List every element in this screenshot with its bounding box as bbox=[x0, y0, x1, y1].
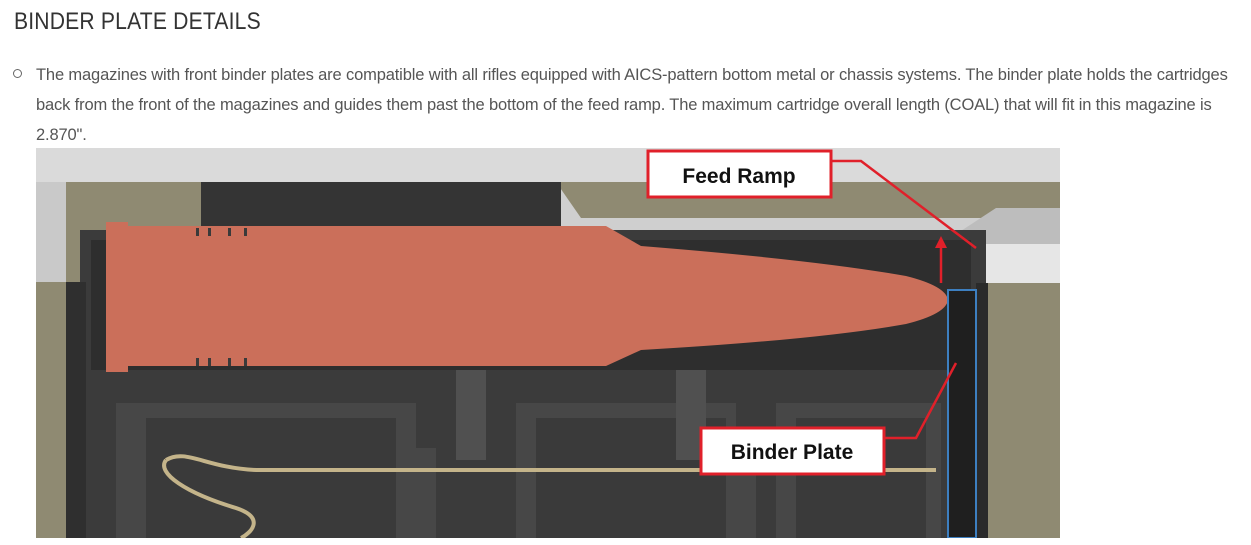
list-bullet bbox=[13, 69, 22, 78]
right-stock-wall bbox=[986, 283, 1060, 538]
feed-ramp-arrowhead bbox=[935, 236, 947, 248]
follower-inner-1 bbox=[146, 418, 396, 538]
magazine-cutaway-figure: Feed Ramp Binder Plate bbox=[36, 148, 1060, 538]
binder-plate-callout-box bbox=[699, 426, 886, 476]
cartridge bbox=[106, 226, 948, 366]
feed-ramp-callout-box bbox=[646, 149, 833, 199]
binder-plate-label: Binder Plate bbox=[731, 441, 854, 464]
follower-spring-loop bbox=[162, 458, 256, 538]
receiver-inner-slot bbox=[201, 182, 561, 230]
follower-post-1 bbox=[456, 370, 486, 460]
receiver-left-wall bbox=[36, 182, 66, 282]
follower-spring bbox=[164, 454, 936, 472]
description-paragraph: The magazines with front binder plates a… bbox=[36, 66, 1228, 144]
magazine-left-wall bbox=[66, 282, 86, 538]
section-title: BINDER PLATE DETAILS bbox=[14, 8, 261, 35]
binder-plate-leader bbox=[884, 362, 958, 440]
cartridge-rim bbox=[106, 222, 128, 372]
binder-plate bbox=[947, 289, 977, 538]
feed-ramp-leader bbox=[831, 159, 977, 249]
feed-ramp-label: Feed Ramp bbox=[682, 165, 795, 188]
extractor-groove-marks bbox=[196, 228, 247, 366]
magazine-right-wall bbox=[976, 283, 988, 538]
receiver-top bbox=[36, 148, 1060, 182]
